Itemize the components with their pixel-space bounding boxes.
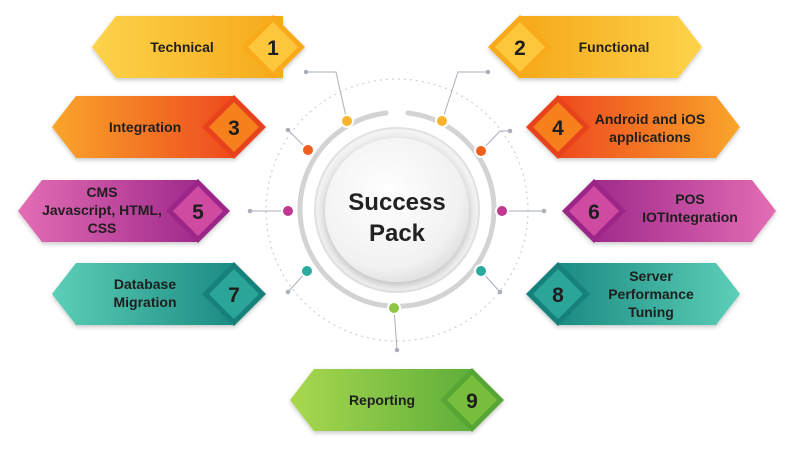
ring-dot-8 xyxy=(474,264,488,278)
ring-dot-6 xyxy=(495,204,509,218)
item-2-number: 2 xyxy=(514,37,526,60)
item-functional xyxy=(488,15,702,79)
item-android-ios xyxy=(526,95,740,159)
item-2-label-line1: Functional xyxy=(579,39,650,55)
ring-dot-9 xyxy=(387,301,401,315)
item-5-number: 5 xyxy=(192,201,204,224)
center-circle: Success Pack xyxy=(325,138,469,282)
item-9-label-line1: Reporting xyxy=(349,392,415,408)
item-9-number: 9 xyxy=(466,390,478,413)
item-pos xyxy=(562,179,776,243)
ring-dot-2 xyxy=(435,114,449,128)
item-3-number: 3 xyxy=(228,117,240,140)
item-7-label-line1: Database xyxy=(114,276,176,292)
item-server-performance xyxy=(526,262,740,326)
ring-dot-1 xyxy=(340,114,354,128)
item-1-label-line1: Technical xyxy=(150,39,214,55)
ring-dot-4 xyxy=(474,144,488,158)
item-6-number: 6 xyxy=(588,201,600,224)
center-title-line1: Success xyxy=(348,189,445,216)
item-6-label-line1: POS xyxy=(675,191,705,207)
item-6-label-line2: IOTIntegration xyxy=(642,209,738,225)
item-8-number: 8 xyxy=(552,284,564,307)
ring-dots xyxy=(281,114,509,315)
center-title-line2: Pack xyxy=(369,220,426,247)
item-5-label-line2: Javascript, HTML, xyxy=(42,202,162,218)
item-8-label-line2: Performance xyxy=(608,286,694,302)
item-4-label-line2: applications xyxy=(609,129,691,145)
item-technical xyxy=(92,15,305,79)
item-4-number: 4 xyxy=(552,117,564,140)
item-8-label-line3: Tuning xyxy=(628,304,674,320)
ring-dot-7 xyxy=(300,264,314,278)
item-5-label-line3: CSS xyxy=(88,220,117,236)
item-7-number: 7 xyxy=(228,284,240,307)
item-integration xyxy=(52,95,266,159)
ring-dot-3 xyxy=(301,143,315,157)
item-5-label-line1: CMS xyxy=(86,184,117,200)
item-8-label-line1: Server xyxy=(629,268,673,284)
item-database-migration xyxy=(52,262,266,326)
ring-dot-5 xyxy=(281,204,295,218)
item-1-number: 1 xyxy=(267,37,279,60)
item-cms xyxy=(18,179,230,243)
item-4-label-line1: Android and iOS xyxy=(595,111,705,127)
item-7-label-line2: Migration xyxy=(114,294,177,310)
item-3-label-line1: Integration xyxy=(109,119,181,135)
item-reporting xyxy=(290,368,504,432)
